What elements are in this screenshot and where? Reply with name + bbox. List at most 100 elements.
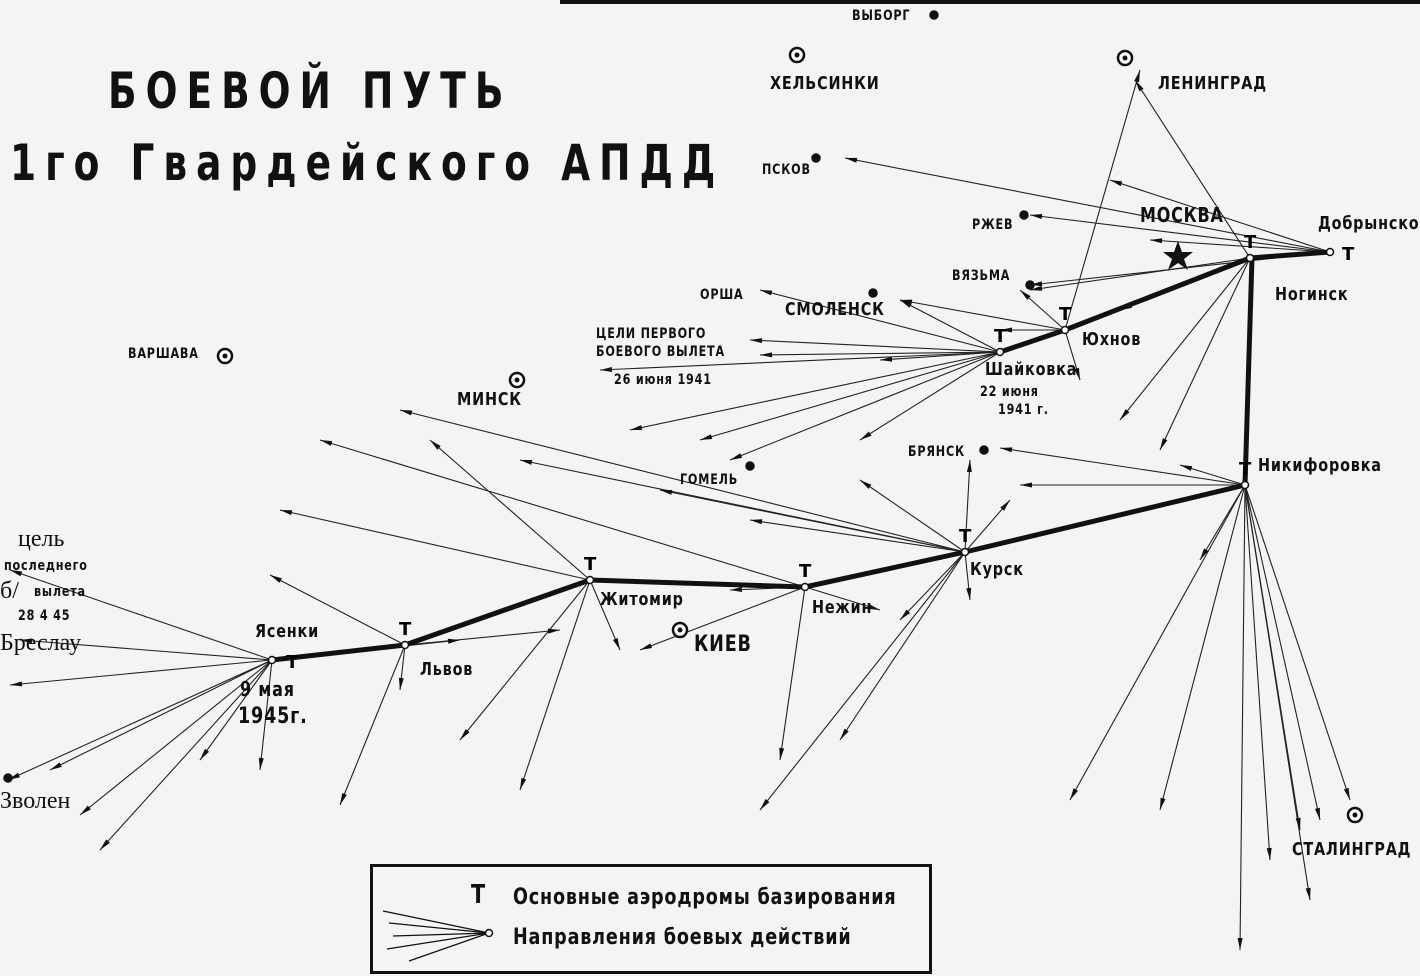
city-marker — [929, 10, 939, 20]
direction-arrow-line — [749, 519, 966, 553]
city-orsha: ОРША — [700, 287, 744, 303]
direction-arrow-line — [269, 574, 406, 646]
first-target-label-2: БОЕВОГО ВЫЛЕТА — [596, 344, 725, 360]
direction-arrow-line — [759, 289, 1001, 353]
arrowhead-icon — [1020, 290, 1031, 300]
arrowhead-icon — [1150, 238, 1163, 244]
moscow-star-icon — [1163, 241, 1193, 270]
arrowhead-icon — [660, 489, 673, 495]
arrowhead-icon — [200, 748, 210, 760]
main-route-line — [269, 255, 1255, 663]
title-line1: БОЕВОЙ ПУТЬ — [108, 62, 513, 120]
arrowhead-icon — [50, 762, 62, 770]
arrowhead-icon — [867, 604, 880, 610]
direction-arrow-line — [859, 479, 966, 553]
direction-arrow-line — [1029, 257, 1251, 291]
city-zhitomir: Житомир — [600, 589, 684, 610]
arrowhead-icon — [700, 434, 713, 440]
arrowhead-icon — [640, 643, 653, 650]
last-target-label-3: б/ — [0, 578, 19, 604]
arrowhead-icon — [760, 290, 773, 296]
city-moskva: МОСКВА — [1140, 203, 1224, 227]
airfield-t-icon: T — [584, 554, 597, 575]
direction-arrow-line — [404, 629, 561, 646]
airfield-marker — [800, 582, 810, 592]
city-nikiforovka: Никифоровка — [1258, 455, 1382, 476]
arrowhead-icon — [447, 638, 460, 644]
arrowhead-icon — [966, 460, 972, 473]
direction-arrow-line — [599, 351, 1001, 371]
direction-arrow-line — [1244, 484, 1351, 801]
direction-arrow-line — [7, 659, 273, 781]
direction-arrow-line — [399, 409, 966, 553]
city-leningrad: ЛЕНИНГРАД — [1158, 73, 1267, 94]
direction-arrow-line — [639, 586, 806, 651]
arrowhead-icon — [600, 366, 613, 372]
direction-arrow-line — [699, 351, 1001, 441]
city-kursk: Курск — [970, 559, 1024, 580]
direction-arrow-line — [839, 551, 966, 741]
arrowhead-icon — [1120, 409, 1130, 420]
city-marker — [3, 773, 13, 783]
last-target-label-4: вылета — [34, 584, 86, 600]
airfield-marker — [1060, 325, 1070, 335]
title-line2: 1го Гвардейского АПДД — [10, 134, 725, 192]
legend-base-symbol: Т — [471, 880, 486, 910]
city-yasenki: Ясенки — [255, 621, 320, 642]
arrowhead-icon — [320, 440, 333, 446]
arrowhead-icon — [845, 157, 858, 163]
last-target-label-2: последнего — [4, 558, 88, 574]
city-marker-center — [1352, 812, 1358, 818]
direction-arrow-line — [759, 551, 966, 811]
direction-arrow-line — [844, 157, 1331, 253]
direction-arrow-line — [749, 339, 1001, 353]
arrowhead-icon — [398, 677, 404, 690]
airfield-marker — [1240, 480, 1250, 490]
city-stalingrad: СТАЛИНГРАД — [1292, 839, 1412, 860]
airfield-t-icon: T — [1239, 459, 1252, 480]
direction-arrow-line — [9, 659, 273, 686]
direction-arrow-line — [779, 586, 806, 761]
direction-arrow-line — [49, 659, 273, 771]
city-varshava: ВАРШАВА — [128, 346, 199, 362]
airfield-marker — [585, 575, 595, 585]
direction-arrow-line — [899, 299, 1001, 353]
direction-arrow-line — [999, 447, 1246, 486]
arrowhead-icon — [520, 459, 533, 465]
yasenki-date-1: 9 мая — [240, 677, 295, 701]
city-marker — [1019, 210, 1029, 220]
city-smolensk: СМОЛЕНСК — [785, 299, 885, 320]
city-yukhnov: Юхнов — [1082, 329, 1142, 350]
city-minsk: МИНСК — [457, 389, 522, 410]
city-marker — [1025, 280, 1035, 290]
direction-arrow-line — [1244, 484, 1301, 831]
airfield-marker — [995, 347, 1005, 357]
arrowhead-icon — [900, 609, 911, 620]
arrowhead-icon — [10, 681, 23, 687]
direction-arrow-line — [339, 644, 406, 806]
arrowhead-icon — [1110, 180, 1123, 187]
direction-arrow-line — [19, 639, 273, 661]
direction-arrow-line — [729, 351, 1001, 461]
last-target-label-5: 28 4 45 — [18, 608, 71, 624]
direction-arrow-line — [899, 551, 966, 621]
arrowhead-icon — [1020, 482, 1032, 488]
city-shaikovka: Шайковка — [985, 359, 1078, 380]
arrowhead-icon — [520, 777, 527, 790]
legend-direction-icon — [382, 910, 494, 962]
yasenki-date-2: 1945г. — [238, 704, 308, 729]
main-route-line — [997, 249, 1333, 355]
direction-arrow-line — [1239, 484, 1246, 951]
city-gomel: ГОМЕЛЬ — [680, 472, 739, 488]
arrowhead-icon — [400, 410, 413, 416]
city-marker-center — [514, 377, 520, 383]
direction-arrow-line — [79, 659, 273, 816]
arrowhead-icon — [900, 300, 912, 308]
direction-arrow-line — [1159, 257, 1251, 451]
direction-arrow-line — [659, 489, 966, 553]
city-zvolen: Зволен — [0, 788, 71, 814]
city-rzhev: РЖЕВ — [972, 217, 1014, 233]
direction-arrow-line — [279, 509, 591, 581]
top-border — [560, 0, 1420, 4]
airfield-t-icon: T — [399, 619, 412, 640]
